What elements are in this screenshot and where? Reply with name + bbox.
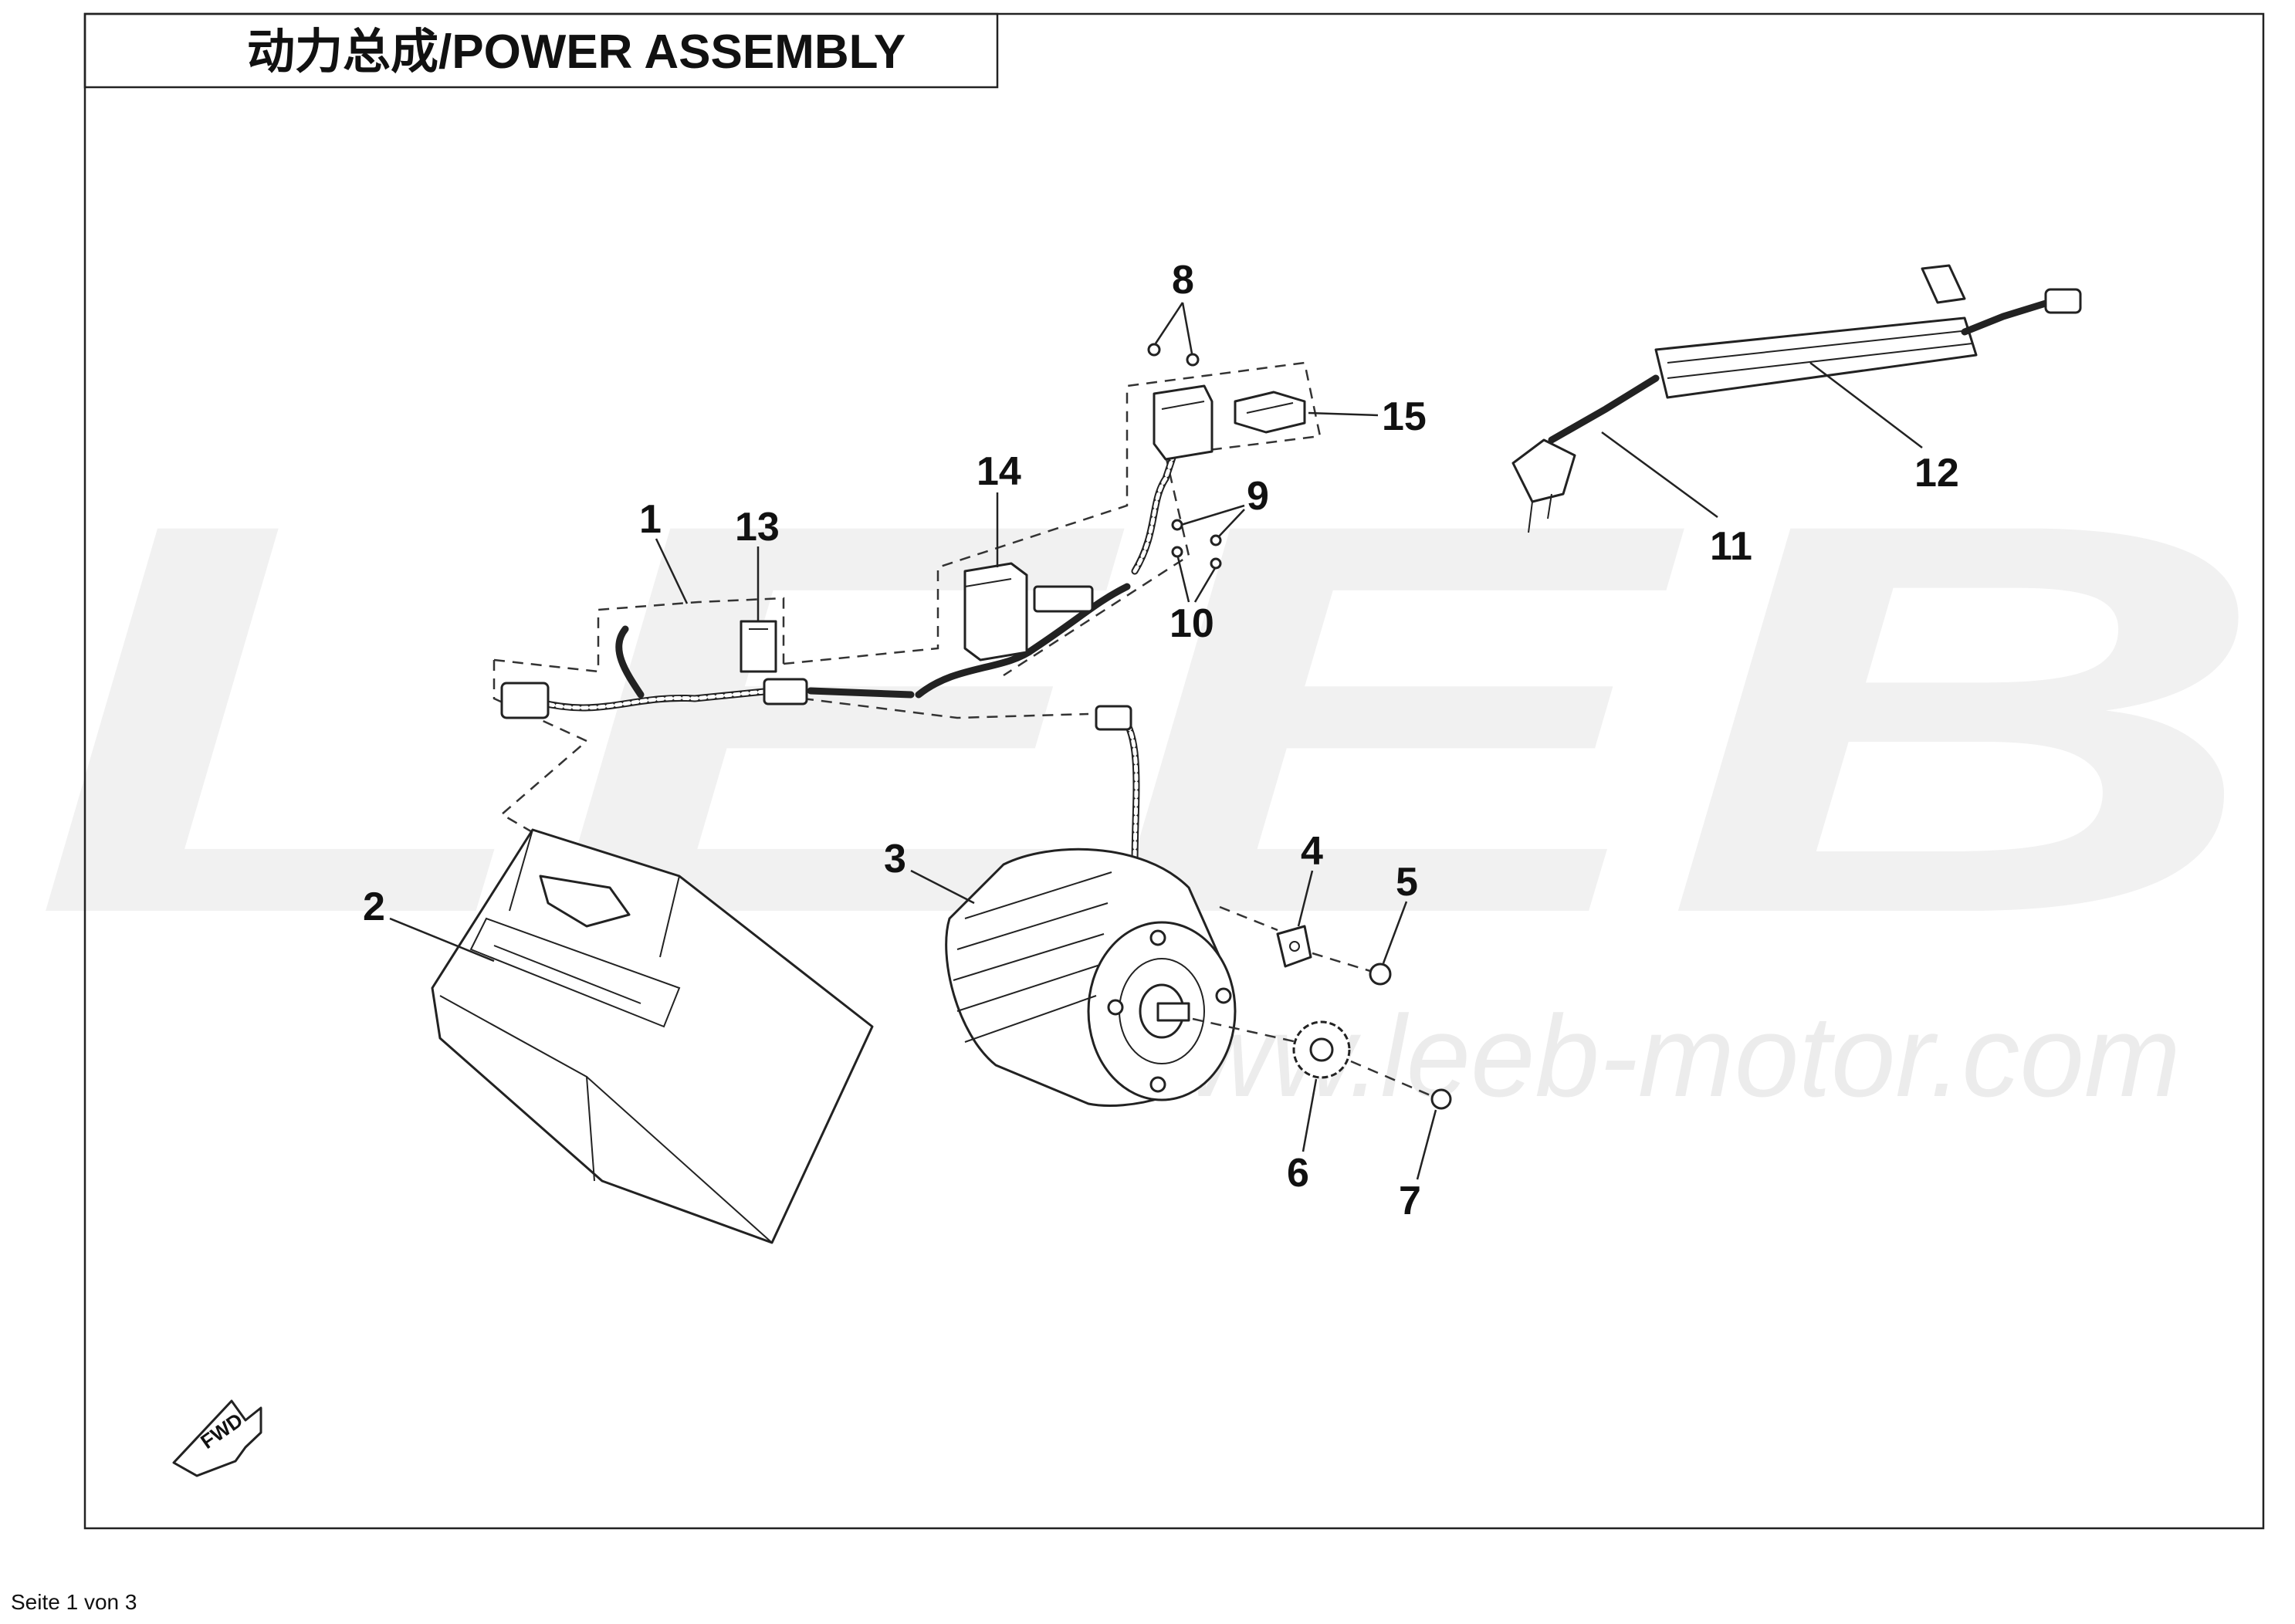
page-title: 动力总成/POWER ASSEMBLY (247, 25, 905, 79)
nut-part-5 (1369, 963, 1392, 986)
page-footer: Seite 1 von 3 (11, 1590, 137, 1614)
cover-plate-part-4 (1276, 925, 1312, 968)
callout-5: 5 (1396, 860, 1418, 905)
drawing-frame (83, 12, 2265, 1530)
callout-1: 1 (639, 497, 662, 542)
callout-10: 10 (1170, 601, 1214, 646)
callout-4: 4 (1301, 829, 1323, 874)
callout-13: 13 (735, 505, 780, 550)
title-box (83, 12, 999, 89)
callout-15: 15 (1382, 394, 1427, 439)
main-connector (1153, 384, 1214, 461)
callout-2: 2 (363, 885, 385, 929)
callout-14: 14 (977, 449, 1021, 494)
motor-part-3 (945, 848, 1237, 1107)
battery-part-2 (431, 828, 874, 1244)
connector-cover-part-15 (1234, 391, 1306, 434)
wiring-harness (493, 361, 1322, 868)
callout-7: 7 (1399, 1179, 1421, 1223)
callout-12: 12 (1914, 451, 1959, 496)
sprocket-part-6 (1292, 1020, 1351, 1079)
watermark-url: www.leeb-motor.com (1104, 991, 2181, 1121)
charger-part-12 (1654, 264, 2082, 399)
callout-11: 11 (1710, 524, 1752, 569)
relay-part-13 (740, 620, 777, 673)
callout-3: 3 (884, 837, 906, 881)
circlip-part-7 (1430, 1088, 1452, 1110)
callout-6: 6 (1287, 1151, 1309, 1196)
relay-box-part-14 (963, 562, 1094, 661)
callout-8: 8 (1172, 258, 1194, 303)
charger-plug-part-11 (1511, 374, 1660, 533)
axis-lines (1192, 905, 1433, 1098)
callout-9: 9 (1247, 474, 1269, 519)
forward-direction-arrow: FWD (172, 1399, 262, 1477)
callouts: 1 2 3 4 5 6 7 8 9 10 11 12 (363, 258, 1959, 1223)
